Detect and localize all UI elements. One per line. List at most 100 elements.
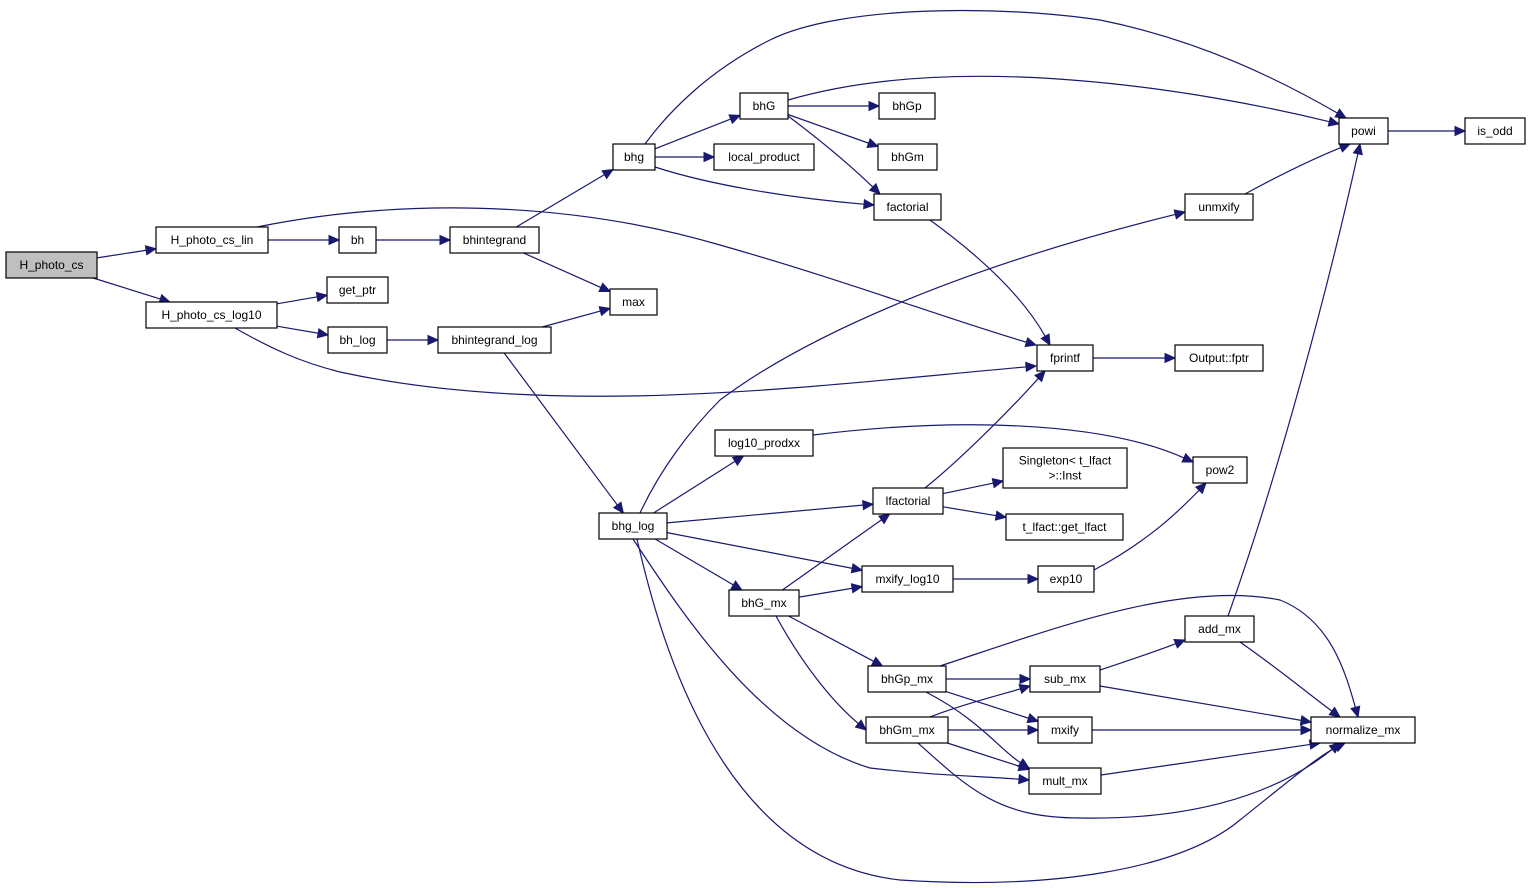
node-h-photo-cs-log10[interactable]: H_photo_cs_log10	[145, 301, 278, 329]
node-is-odd[interactable]: is_odd	[1464, 117, 1526, 145]
node-label: bhintegrand_log	[451, 333, 537, 347]
node-sub-mx[interactable]: sub_mx	[1029, 665, 1101, 693]
edge-line	[654, 538, 735, 586]
node-label: bh	[351, 233, 364, 247]
node-fprintf[interactable]: fprintf	[1036, 344, 1094, 372]
node-bhg-log[interactable]: bhg_log	[598, 512, 668, 540]
node-get-lfact[interactable]: t_lfact::get_lfact	[1005, 513, 1124, 541]
arrowhead-icon	[1017, 761, 1031, 772]
node-max[interactable]: max	[609, 288, 658, 316]
node-log10-prodxx[interactable]: log10_prodxx	[714, 429, 814, 457]
edge-line	[1099, 642, 1177, 671]
node-bhgp[interactable]: bhGp	[878, 92, 936, 120]
edge-bhg_log-to-log10_prodxx	[653, 455, 745, 514]
arrowhead-icon	[439, 234, 452, 246]
node-label: bh_log	[339, 333, 375, 347]
node-label: is_odd	[1477, 124, 1512, 138]
node-box	[1005, 513, 1124, 541]
edge-line	[1100, 743, 1312, 776]
node-label: lfactorial	[886, 494, 931, 508]
node-bh-log[interactable]: bh_log	[327, 326, 388, 354]
node-bhg[interactable]: bhg	[612, 143, 656, 171]
edge-line	[788, 615, 875, 663]
node-box	[877, 143, 938, 171]
node-add-mx[interactable]: add_mx	[1184, 615, 1255, 643]
arrowhead-icon	[1350, 705, 1361, 719]
node-bhgm[interactable]: bhGm	[877, 143, 938, 171]
node-box	[1028, 767, 1102, 795]
edge-lfactorial-to-singleton_inst	[942, 478, 1005, 495]
node-exp10[interactable]: exp10	[1037, 565, 1095, 593]
node-label: bhGm_mx	[879, 723, 934, 737]
edge-H_photo_cs-to-H_photo_cs_log10	[92, 277, 172, 304]
edge-line	[787, 113, 870, 145]
arrowhead-icon	[850, 563, 864, 574]
node-lfactorial[interactable]: lfactorial	[872, 487, 944, 515]
arrowhead-icon	[612, 501, 625, 514]
node-mxify[interactable]: mxify	[1037, 716, 1093, 744]
edge-bhG-to-powi	[787, 75, 1341, 127]
edge-add_mx-to-normalize_mx	[1239, 641, 1341, 718]
node-box	[1184, 615, 1255, 643]
node-label: bhGm	[891, 150, 924, 164]
node-bhintegrand[interactable]: bhintegrand	[449, 226, 540, 254]
edge-bhintegrand-to-bhg	[515, 168, 615, 228]
node-output-fptr[interactable]: Output::fptr	[1174, 344, 1264, 372]
arrowhead-icon	[601, 168, 615, 180]
edge-line	[639, 213, 1177, 514]
node-box	[739, 92, 789, 120]
edge-line	[782, 518, 883, 591]
node-singleton-inst[interactable]: Singleton< t_lfact>::Inst	[1002, 447, 1128, 489]
arrowhead-icon	[144, 245, 158, 256]
node-local-product[interactable]: local_product	[713, 143, 815, 171]
node-box	[1174, 344, 1264, 372]
node-box	[865, 716, 949, 744]
node-bhg-mx[interactable]: bhG_mx	[728, 589, 800, 617]
edge-bhG_mx-to-lfactorial	[782, 513, 891, 591]
arrowhead-icon	[1025, 361, 1038, 373]
edge-line	[666, 532, 854, 570]
node-box	[155, 226, 269, 254]
edge-line	[654, 166, 866, 205]
arrowhead-icon	[728, 114, 742, 125]
edge-bhG_mx-to-mxify_log10	[798, 583, 864, 598]
arrowhead-icon	[868, 100, 881, 112]
node-normalize-mx[interactable]: normalize_mx	[1310, 716, 1416, 744]
arrowhead-icon	[850, 583, 864, 594]
edge-line	[1099, 685, 1303, 722]
node-factorial[interactable]: factorial	[873, 193, 942, 221]
node-get-ptr[interactable]: get_ptr	[326, 276, 389, 304]
node-h-photo-cs[interactable]: H_photo_cs	[5, 251, 98, 279]
arrowhead-icon	[1338, 143, 1352, 153]
edge-line	[636, 538, 1338, 884]
node-label: bhg_log	[612, 519, 655, 533]
edge-bh-to-bhintegrand	[376, 234, 452, 246]
node-h-photo-cs-lin[interactable]: H_photo_cs_lin	[155, 226, 269, 254]
arrowhead-icon	[1019, 673, 1032, 685]
node-bh[interactable]: bh	[338, 226, 377, 254]
edge-line	[1227, 152, 1359, 617]
arrowhead-icon	[1454, 125, 1467, 137]
node-bhg[interactable]: bhG	[739, 92, 789, 120]
arrowhead-icon	[870, 656, 884, 667]
node-powi[interactable]: powi	[1338, 117, 1389, 145]
node-unmxify[interactable]: unmxify	[1184, 193, 1254, 221]
edge-bhintegrand-to-max	[523, 252, 612, 293]
edge-line	[654, 118, 732, 150]
arrowhead-icon	[1352, 142, 1363, 156]
node-mxify-log10[interactable]: mxify_log10	[861, 565, 954, 593]
node-box	[1002, 447, 1128, 489]
edge-line	[523, 252, 603, 289]
node-pow2[interactable]: pow2	[1192, 456, 1248, 484]
edge-bhg_log-to-mult_mx	[632, 538, 1031, 785]
node-box	[327, 326, 388, 354]
node-box	[1029, 665, 1101, 693]
edge-bhintegrand_log-to-max	[541, 306, 612, 328]
node-bhgm-mx[interactable]: bhGm_mx	[865, 716, 949, 744]
arrowhead-icon	[1173, 639, 1187, 649]
node-bhgp-mx[interactable]: bhGp_mx	[867, 665, 947, 693]
edge-mxify_log10-to-exp10	[953, 573, 1040, 585]
node-bhintegrand-log[interactable]: bhintegrand_log	[437, 326, 552, 354]
node-mult-mx[interactable]: mult_mx	[1028, 767, 1102, 795]
node-label: pow2	[1206, 463, 1235, 477]
